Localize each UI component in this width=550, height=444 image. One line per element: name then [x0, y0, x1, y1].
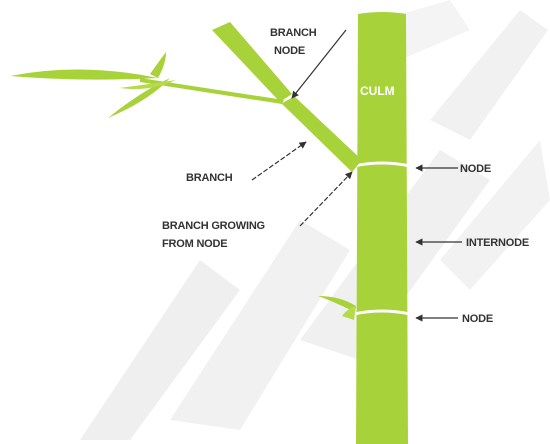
label-culm: CULM [360, 84, 395, 98]
node-ring-upper [353, 161, 411, 168]
node-ring-lower [353, 309, 411, 316]
leaves [10, 52, 176, 118]
label-branch-node-1: BRANCH [270, 27, 317, 39]
label-node-lower: NODE [462, 313, 493, 325]
leaf-4 [120, 80, 176, 89]
leaf-3 [150, 52, 166, 78]
culm-body [356, 12, 408, 444]
leader-lines [251, 29, 462, 322]
branch-growing-arrow [299, 171, 353, 227]
label-branch-node-2: NODE [274, 45, 305, 57]
label-node-upper: NODE [460, 163, 491, 175]
label-branch-growing-2: FROM NODE [162, 238, 227, 250]
label-branch: BRANCH [186, 172, 233, 184]
watermark [80, 0, 550, 440]
label-internode: INTERNODE [466, 237, 529, 249]
branch [140, 22, 362, 172]
branch-lower-segment [280, 96, 362, 172]
lower-node-sprout [342, 306, 356, 320]
labels: BRANCH NODE CULM BRANCH NODE BRANCH GROW… [162, 27, 529, 325]
culm [318, 12, 411, 444]
branch-upper-segment [212, 22, 292, 102]
label-branch-growing-1: BRANCH GROWING [162, 220, 265, 232]
leaf-2 [108, 78, 170, 118]
branch-node-arrow [291, 29, 347, 99]
branch-arrow [251, 141, 307, 181]
twig [140, 78, 284, 104]
leaf-1 [10, 69, 158, 80]
